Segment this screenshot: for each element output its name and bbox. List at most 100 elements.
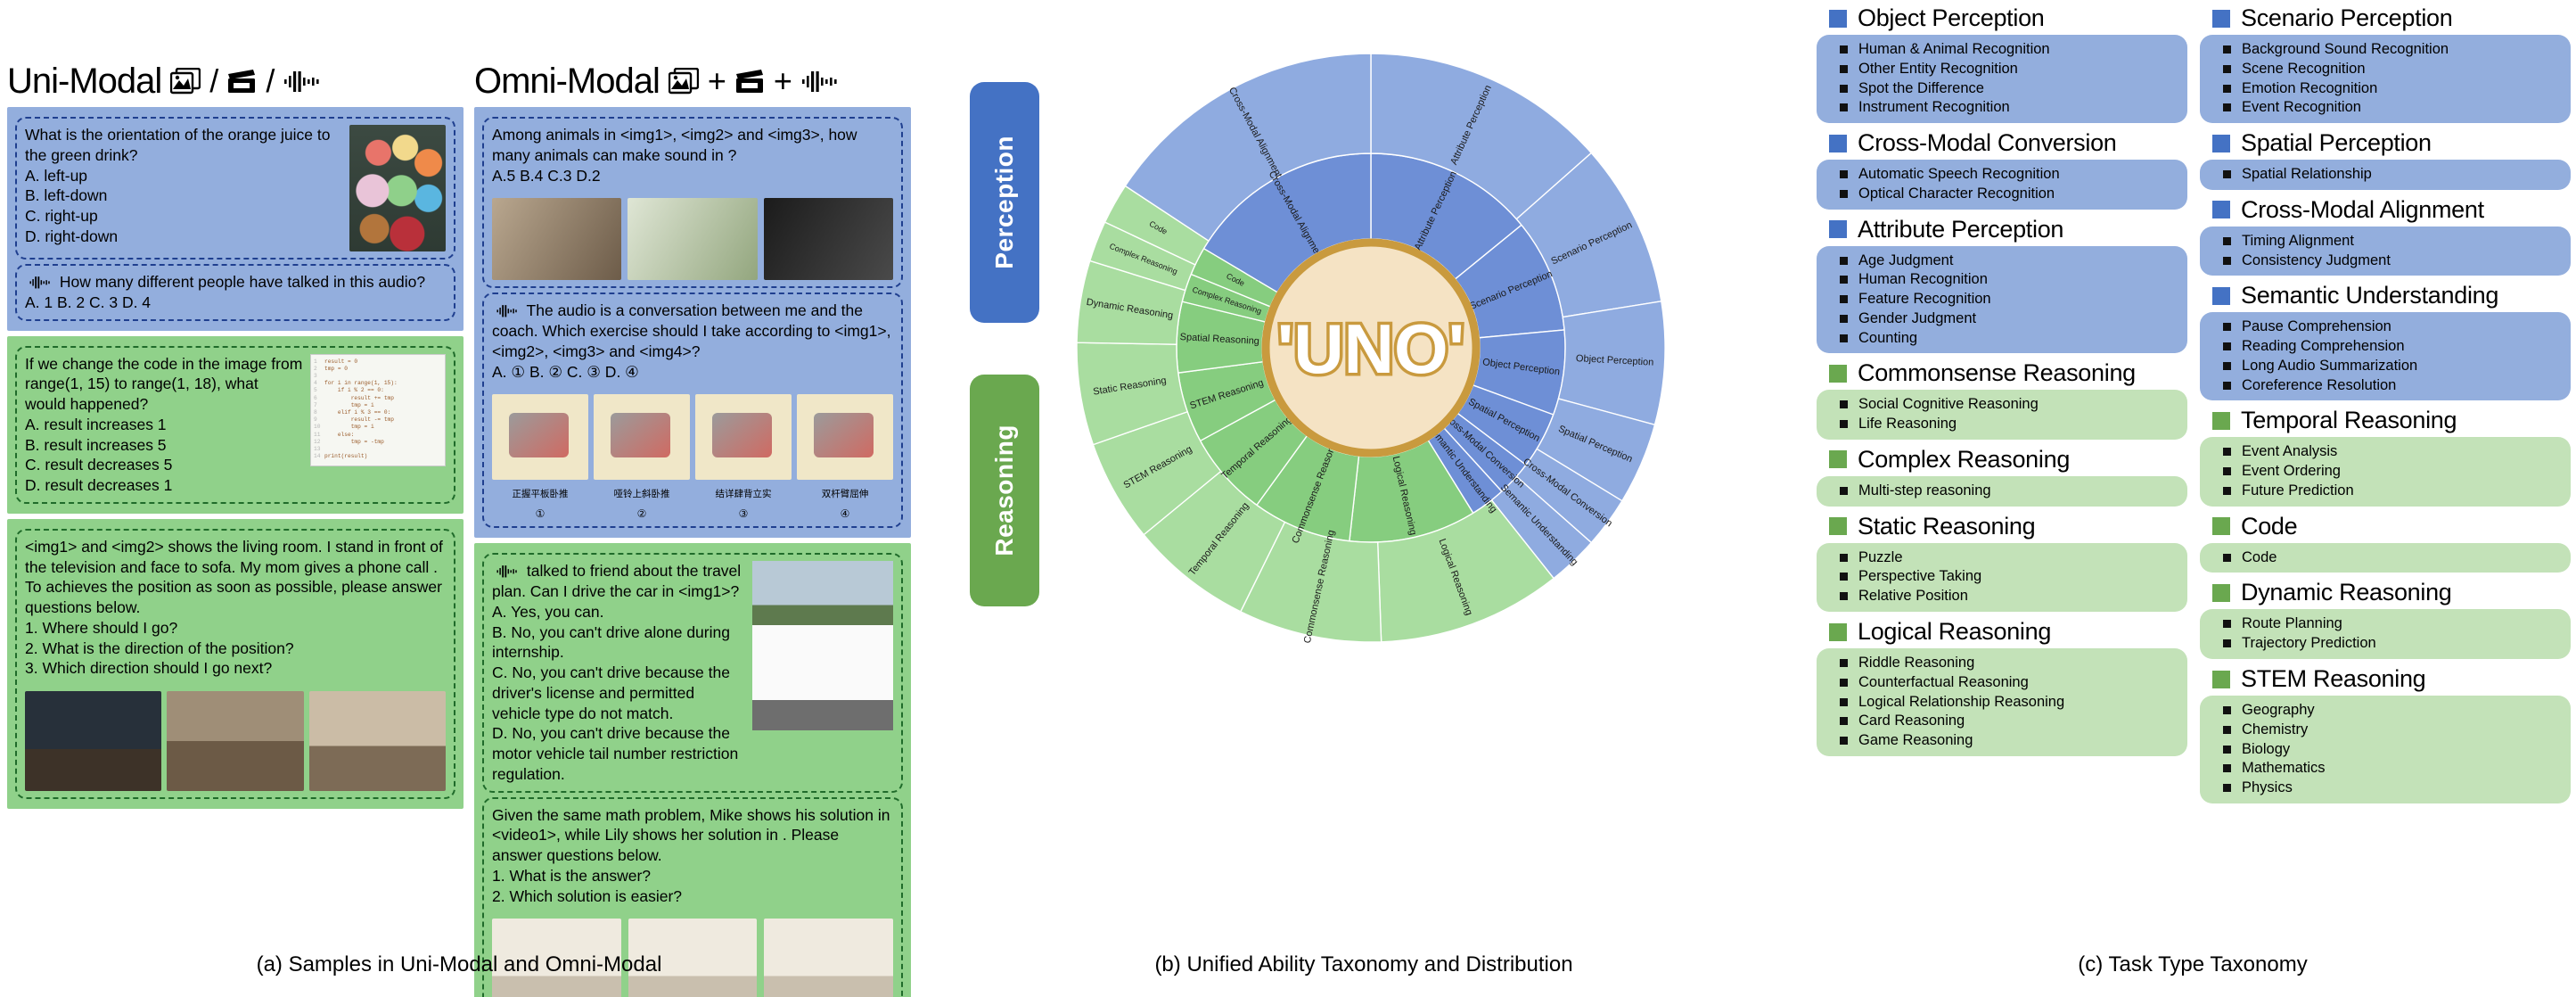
taxonomy-subitem: Pause Comprehension	[2223, 317, 2571, 337]
taxonomy-subitem-label: Geography	[2242, 702, 2315, 719]
category-title: Commonsense Reasoning	[1858, 359, 2136, 387]
option: A. left-up	[25, 166, 88, 185]
taxonomy-subitem: Optical Character Recognition	[1840, 185, 2187, 204]
bullet-icon	[2223, 620, 2231, 629]
bullet-icon	[1840, 256, 1848, 265]
drinks-photo	[349, 125, 446, 251]
exercise-photo	[695, 394, 792, 481]
animal-photos	[492, 198, 893, 281]
category-color-swatch	[1829, 517, 1847, 536]
taxonomy-subitem: Counting	[1840, 329, 2187, 349]
taxonomy-subitem: Feature Recognition	[1840, 290, 2187, 309]
category-color-swatch	[2212, 583, 2230, 602]
taxonomy-subitem: Consistency Judgment	[2223, 251, 2571, 271]
option: B. No, you can't drive alone during inte…	[492, 622, 730, 662]
animal-photo	[628, 198, 758, 281]
taxonomy-subitem-label: Background Sound Recognition	[2242, 41, 2449, 57]
omni-modal-title: Omni-Modal	[474, 61, 660, 101]
category-title: Scenario Perception	[2241, 4, 2453, 31]
taxonomy-subitem-label: Human Recognition	[1858, 271, 1988, 288]
bullet-icon	[2223, 64, 2231, 73]
exercise-number: ②	[636, 507, 647, 521]
solution-photos	[492, 919, 894, 997]
sample-text-block: The audio is a conversation between me a…	[492, 301, 893, 382]
taxonomy-subitem: Game Reasoning	[1840, 731, 2187, 751]
option: 1. What is the answer?	[492, 866, 651, 885]
omni-blue-band: Among animals in <img1>, <img2> and <img…	[474, 107, 911, 539]
sample-card: Among animals in <img1>, <img2> and <img…	[482, 117, 903, 289]
option: 2. Which solution is easier?	[492, 886, 683, 905]
sunburst-slice[interactable]	[1124, 53, 1372, 243]
uni-modal-column: Uni-Modal / / What is the orientation of…	[7, 55, 464, 927]
bullet-icon	[1840, 189, 1848, 198]
taxonomy-subitem-label: Feature Recognition	[1858, 291, 1991, 308]
taxonomy-subitem-label: Spatial Relationship	[2242, 166, 2372, 183]
taxonomy-subitem: Card Reasoning	[1840, 712, 2187, 731]
exercise-captions: 正握平板卧推 哑铃上斜卧推 结详肆背立实 双杆臂屈伸	[492, 487, 893, 500]
taxonomy-subitem-label: Other Entity Recognition	[1858, 60, 2018, 77]
taxonomy-subitem-label: Event Analysis	[2242, 443, 2338, 460]
taxonomy-category: Temporal Reasoning	[2200, 406, 2571, 435]
bullet-icon	[1840, 45, 1848, 54]
category-title: Cross-Modal Alignment	[2241, 195, 2484, 223]
taxonomy-subitem-label: Consistency Judgment	[2242, 251, 2391, 268]
audio-icon	[800, 70, 840, 93]
taxonomy-subitem: Social Cognitive Reasoning	[1840, 395, 2187, 415]
perception-pill: Perception	[970, 82, 1039, 323]
reasoning-label: Reasoning	[990, 424, 1018, 556]
bullet-icon	[1840, 553, 1848, 562]
sunburst-slice[interactable]	[1370, 53, 1593, 220]
taxonomy-subitem: Multi-step reasoning	[1840, 482, 2187, 501]
taxonomy-subitem: Other Entity Recognition	[1840, 60, 2187, 79]
bullet-icon	[1840, 420, 1848, 429]
category-title: Complex Reasoning	[1858, 445, 2071, 473]
taxonomy-subitem: Emotion Recognition	[2223, 79, 2571, 99]
category-color-swatch	[2212, 286, 2230, 305]
sample-text-block: Among animals in <img1>, <img2> and <img…	[492, 125, 893, 185]
sample-text-block: talked to friend about the travel plan. …	[492, 561, 745, 784]
sample-card: <img1> and <img2> shows the living room.…	[15, 528, 455, 799]
taxonomy-subitem-label: Counterfactual Reasoning	[1858, 673, 2029, 690]
bullet-icon	[1840, 64, 1848, 73]
taxonomy-category: Cross-Modal Alignment	[2200, 195, 2571, 225]
taxonomy-category: STEM Reasoning	[2200, 664, 2571, 694]
exercise-number: ③	[738, 507, 749, 521]
taxonomy-subitem: Puzzle	[1840, 548, 2187, 568]
category-color-swatch	[1829, 134, 1847, 152]
category-title: Spatial Perception	[2241, 129, 2432, 157]
sunburst-center	[1261, 238, 1481, 457]
bullet-icon	[1840, 400, 1848, 409]
bullet-icon	[1840, 314, 1848, 323]
question-text: Given the same math problem, Mike shows …	[492, 805, 890, 865]
bullet-icon	[1840, 276, 1848, 284]
bullet-icon	[2223, 448, 2231, 457]
sample-card: How many different people have talked in…	[15, 264, 455, 321]
taxonomy-subitem: Human & Animal Recognition	[1840, 40, 2187, 60]
separator-1: +	[707, 62, 726, 99]
taxonomy-category: Complex Reasoning	[1817, 445, 2187, 474]
taxonomy-subitem-label: Life Reasoning	[1858, 416, 1957, 433]
room-photo	[308, 691, 446, 791]
bullet-icon	[2223, 45, 2231, 54]
option: B. left-down	[25, 186, 108, 205]
taxonomy-subitem-label: Event Recognition	[2242, 99, 2361, 116]
taxonomy-subitem: Code	[2223, 548, 2571, 568]
sample-text-block: Given the same math problem, Mike shows …	[492, 805, 893, 907]
category-color-swatch	[1829, 220, 1847, 239]
image-icon	[170, 68, 201, 95]
uni-blue-band: What is the orientation of the orange ju…	[7, 107, 464, 331]
taxonomy-category: Commonsense Reasoning	[1817, 358, 2187, 388]
bullet-icon	[2223, 725, 2231, 734]
taxonomy-subitem: Gender Judgment	[1840, 309, 2187, 329]
taxonomy-subitem-label: Riddle Reasoning	[1858, 655, 1975, 672]
animal-photo	[763, 198, 893, 281]
bullet-icon	[1840, 170, 1848, 179]
category-title: Semantic Understanding	[2241, 282, 2499, 309]
option: D. No, you can't drive because the motor…	[492, 724, 739, 783]
bullet-icon	[2223, 706, 2231, 715]
